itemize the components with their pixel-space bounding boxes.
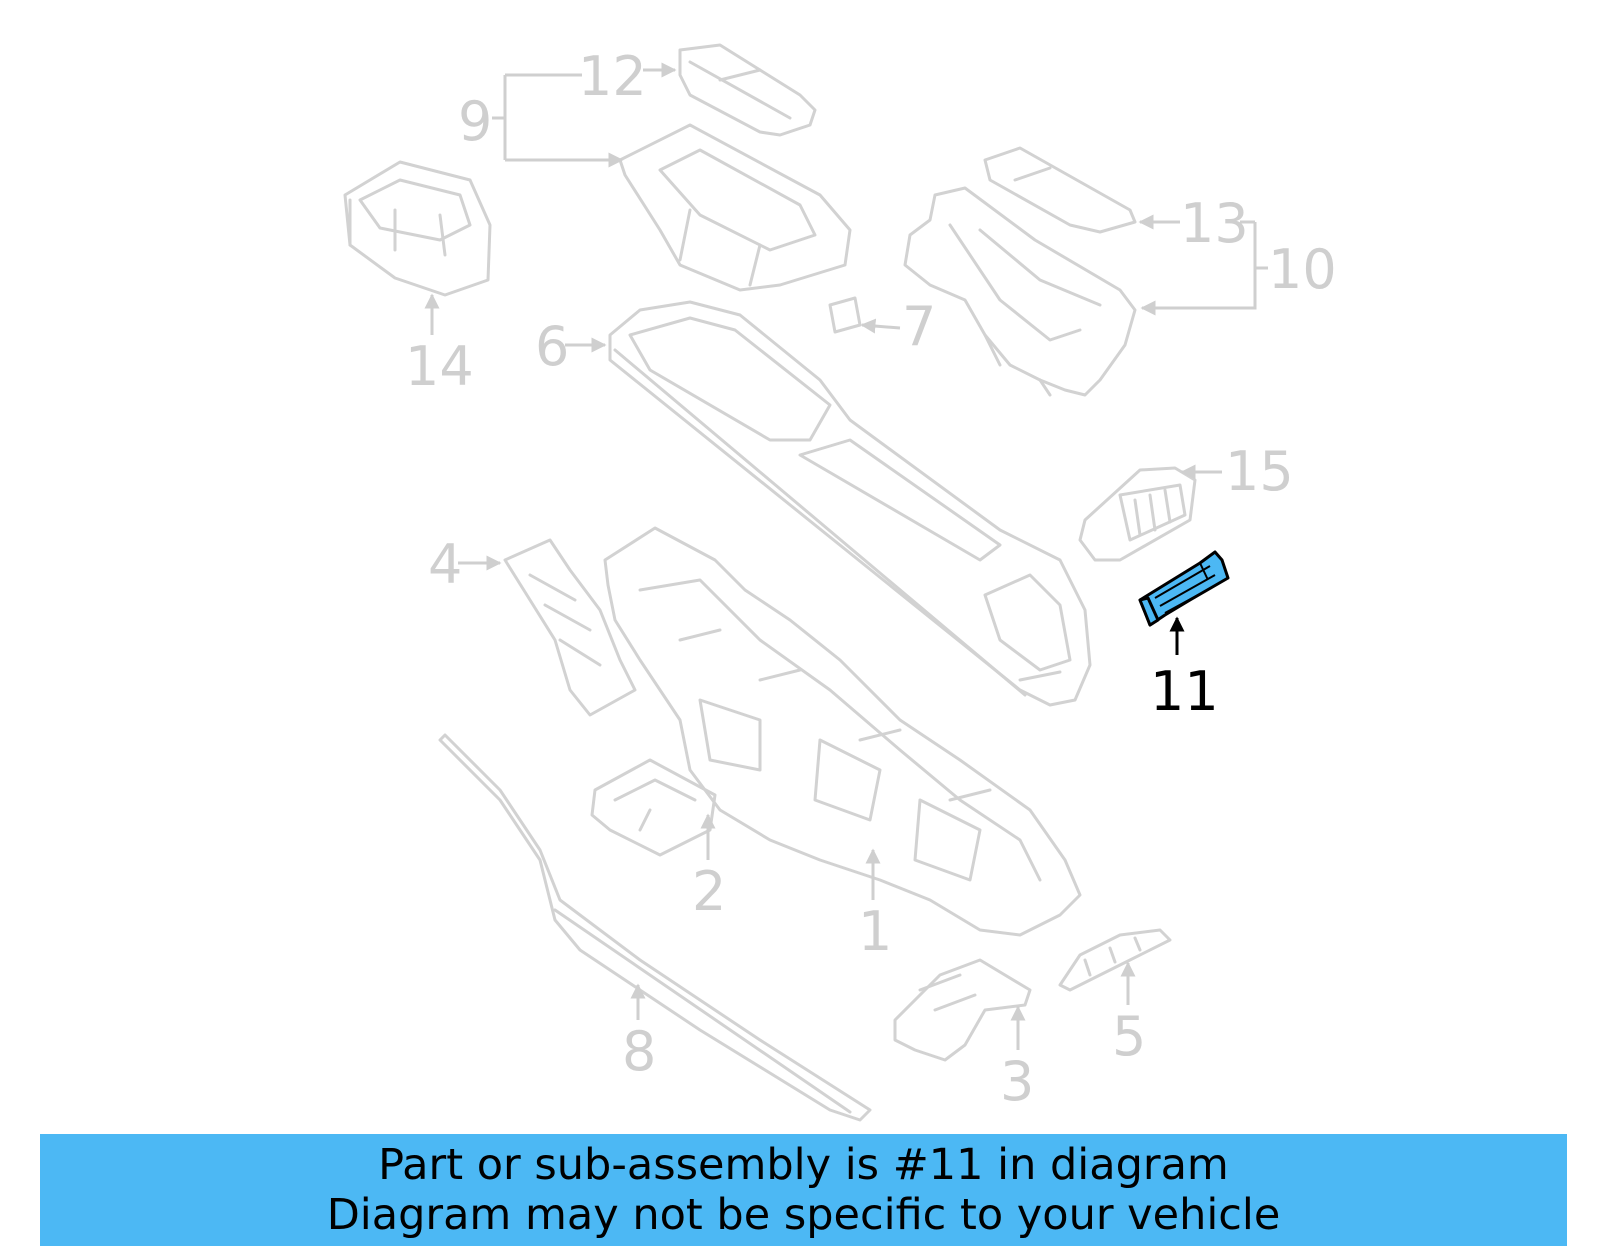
- part-4-bracket: [503, 538, 637, 717]
- callout-6: 6: [535, 315, 569, 378]
- part-6-console-panel: [608, 300, 1092, 707]
- part-11-highlighted: [1138, 550, 1230, 627]
- callout-8: 8: [622, 1020, 656, 1083]
- callout-9: 9: [458, 90, 492, 153]
- part-13-trim-plate: [983, 146, 1137, 234]
- callout-11: 11: [1150, 660, 1219, 723]
- part-8-trim-strip: [438, 733, 872, 1122]
- parts-diagram: 12 9 13 10 14 6 7 15 11 4 2 1 8 3 5: [343, 43, 1337, 1122]
- banner-line-2: Diagram may not be specific to your vehi…: [326, 1190, 1281, 1240]
- part-15-vent: [1078, 466, 1197, 562]
- callout-7: 7: [902, 295, 936, 358]
- part-14-cup-holder: [343, 160, 492, 297]
- leader-lines: [424, 62, 1268, 1050]
- callout-4: 4: [428, 533, 462, 596]
- callout-3: 3: [1000, 1050, 1034, 1113]
- part-12-lid-pad: [678, 43, 817, 137]
- callout-10: 10: [1268, 238, 1337, 301]
- banner-line-1: Part or sub-assembly is #11 in diagram: [378, 1140, 1229, 1190]
- callout-15: 15: [1225, 440, 1294, 503]
- info-banner: Part or sub-assembly is #11 in diagram D…: [40, 1134, 1567, 1246]
- part-2-bracket: [590, 758, 717, 857]
- part-1-console-frame: [603, 526, 1082, 937]
- part-10-frame: [903, 186, 1137, 397]
- callout-2: 2: [692, 860, 726, 923]
- part-9-armrest-bin: [618, 123, 852, 292]
- part-7-clip: [828, 296, 862, 334]
- part-5-trim-clip: [1058, 928, 1172, 992]
- callout-12: 12: [578, 45, 647, 108]
- part-3-bracket: [893, 958, 1032, 1062]
- callout-13: 13: [1180, 192, 1249, 255]
- callout-5: 5: [1112, 1005, 1146, 1068]
- callout-14: 14: [405, 335, 474, 398]
- callout-1: 1: [858, 900, 892, 963]
